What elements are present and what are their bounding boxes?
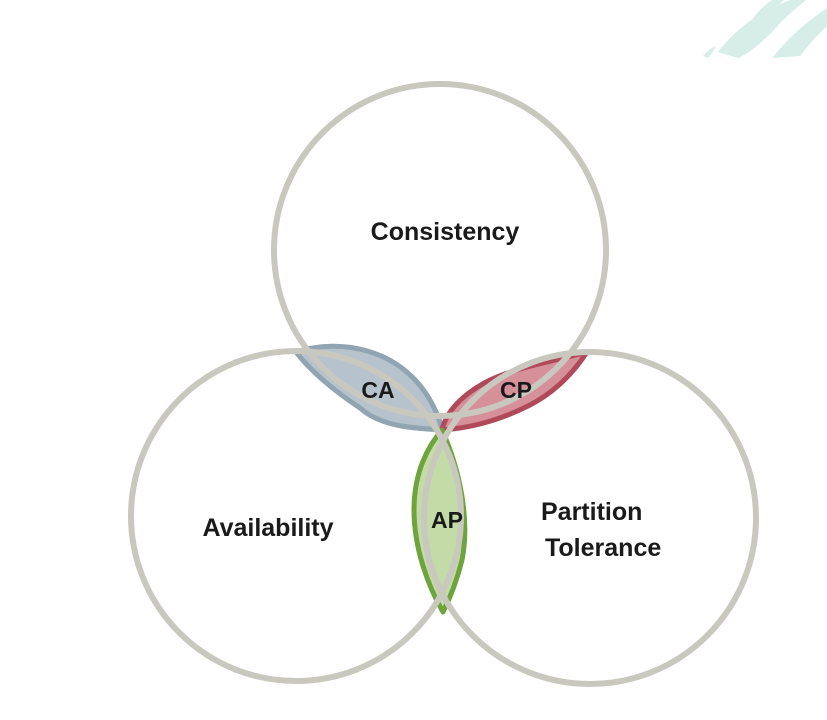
availability-circle: [128, 348, 464, 684]
corner-stroke-4: [703, 46, 716, 58]
cp-label: CP: [500, 377, 532, 403]
corner-stroke-3: [752, 0, 784, 24]
corner-stroke-1: [718, 0, 806, 58]
ap-label: AP: [431, 507, 463, 533]
ca-label: CA: [361, 377, 394, 403]
availability-label: Availability: [202, 514, 333, 542]
partition-label-line2: Tolerance: [545, 534, 661, 562]
corner-decoration: [703, 0, 827, 58]
partition-label-line1: Partition: [541, 498, 642, 526]
partition-tolerance-circle: [421, 349, 759, 687]
consistency-circle: [271, 81, 609, 419]
corner-stroke-2: [772, 8, 827, 58]
consistency-label: Consistency: [371, 218, 520, 246]
